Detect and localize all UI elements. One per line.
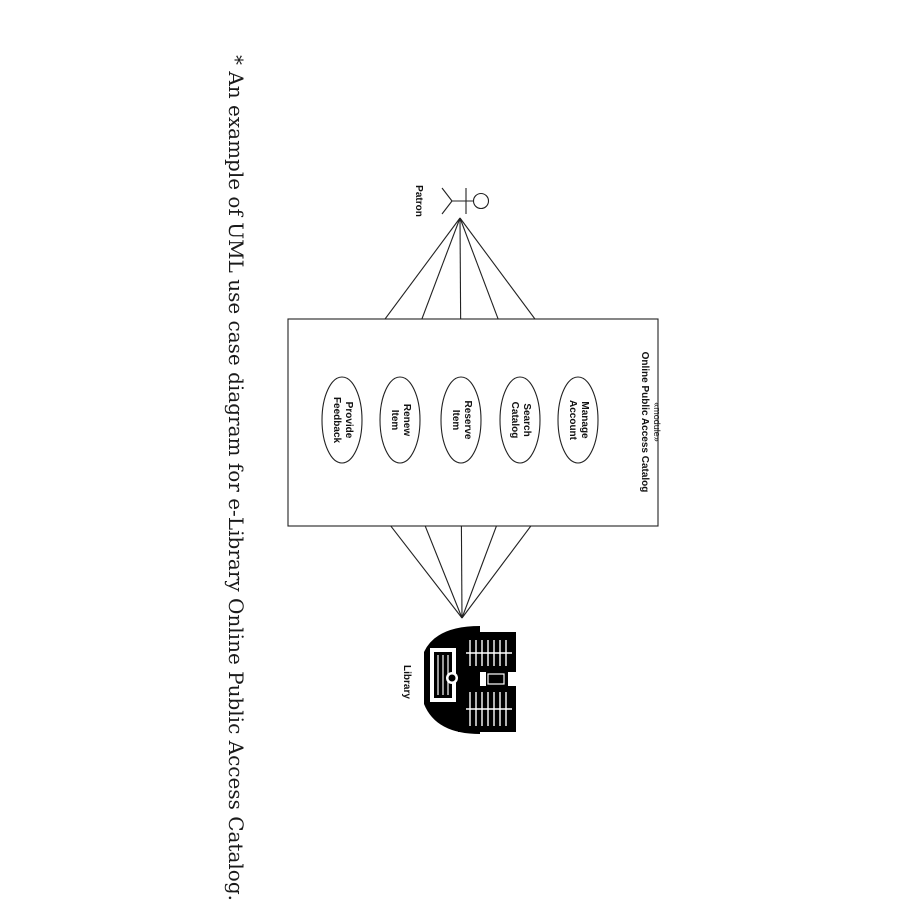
stick-figure-icon	[441, 187, 490, 215]
use-case-labels: Manage Account Search Catalog Reserve It…	[331, 397, 590, 444]
use-case-label: Reserve	[462, 401, 473, 440]
actor-label-library: Library	[401, 665, 412, 699]
use-case-label: Item	[450, 410, 461, 431]
use-case-renew-item	[379, 376, 421, 464]
use-case-label: Search	[521, 403, 532, 436]
use-case-label: Renew	[401, 404, 412, 436]
use-case-reserve-item	[440, 376, 482, 464]
use-case-label: Manage	[579, 401, 590, 439]
use-case-provide-feedback	[321, 376, 363, 464]
system-title: Online Public Access Catalog	[639, 352, 650, 493]
use-case-label: Feedback	[331, 397, 342, 444]
diagram-caption: * An example of UML use case diagram for…	[224, 55, 248, 900]
actor-label-patron: Patron	[413, 185, 424, 217]
use-case-label: Account	[567, 400, 578, 441]
use-case-label: Item	[389, 410, 400, 431]
use-case-search-catalog	[499, 376, 541, 464]
system-stereotype: «module»	[652, 402, 662, 442]
use-case-label: Catalog	[509, 402, 520, 439]
library-building-icon	[424, 626, 516, 734]
use-case-label: Provide	[343, 402, 354, 439]
use-case-manage-account	[557, 376, 599, 464]
use-case-ellipses	[321, 376, 599, 464]
